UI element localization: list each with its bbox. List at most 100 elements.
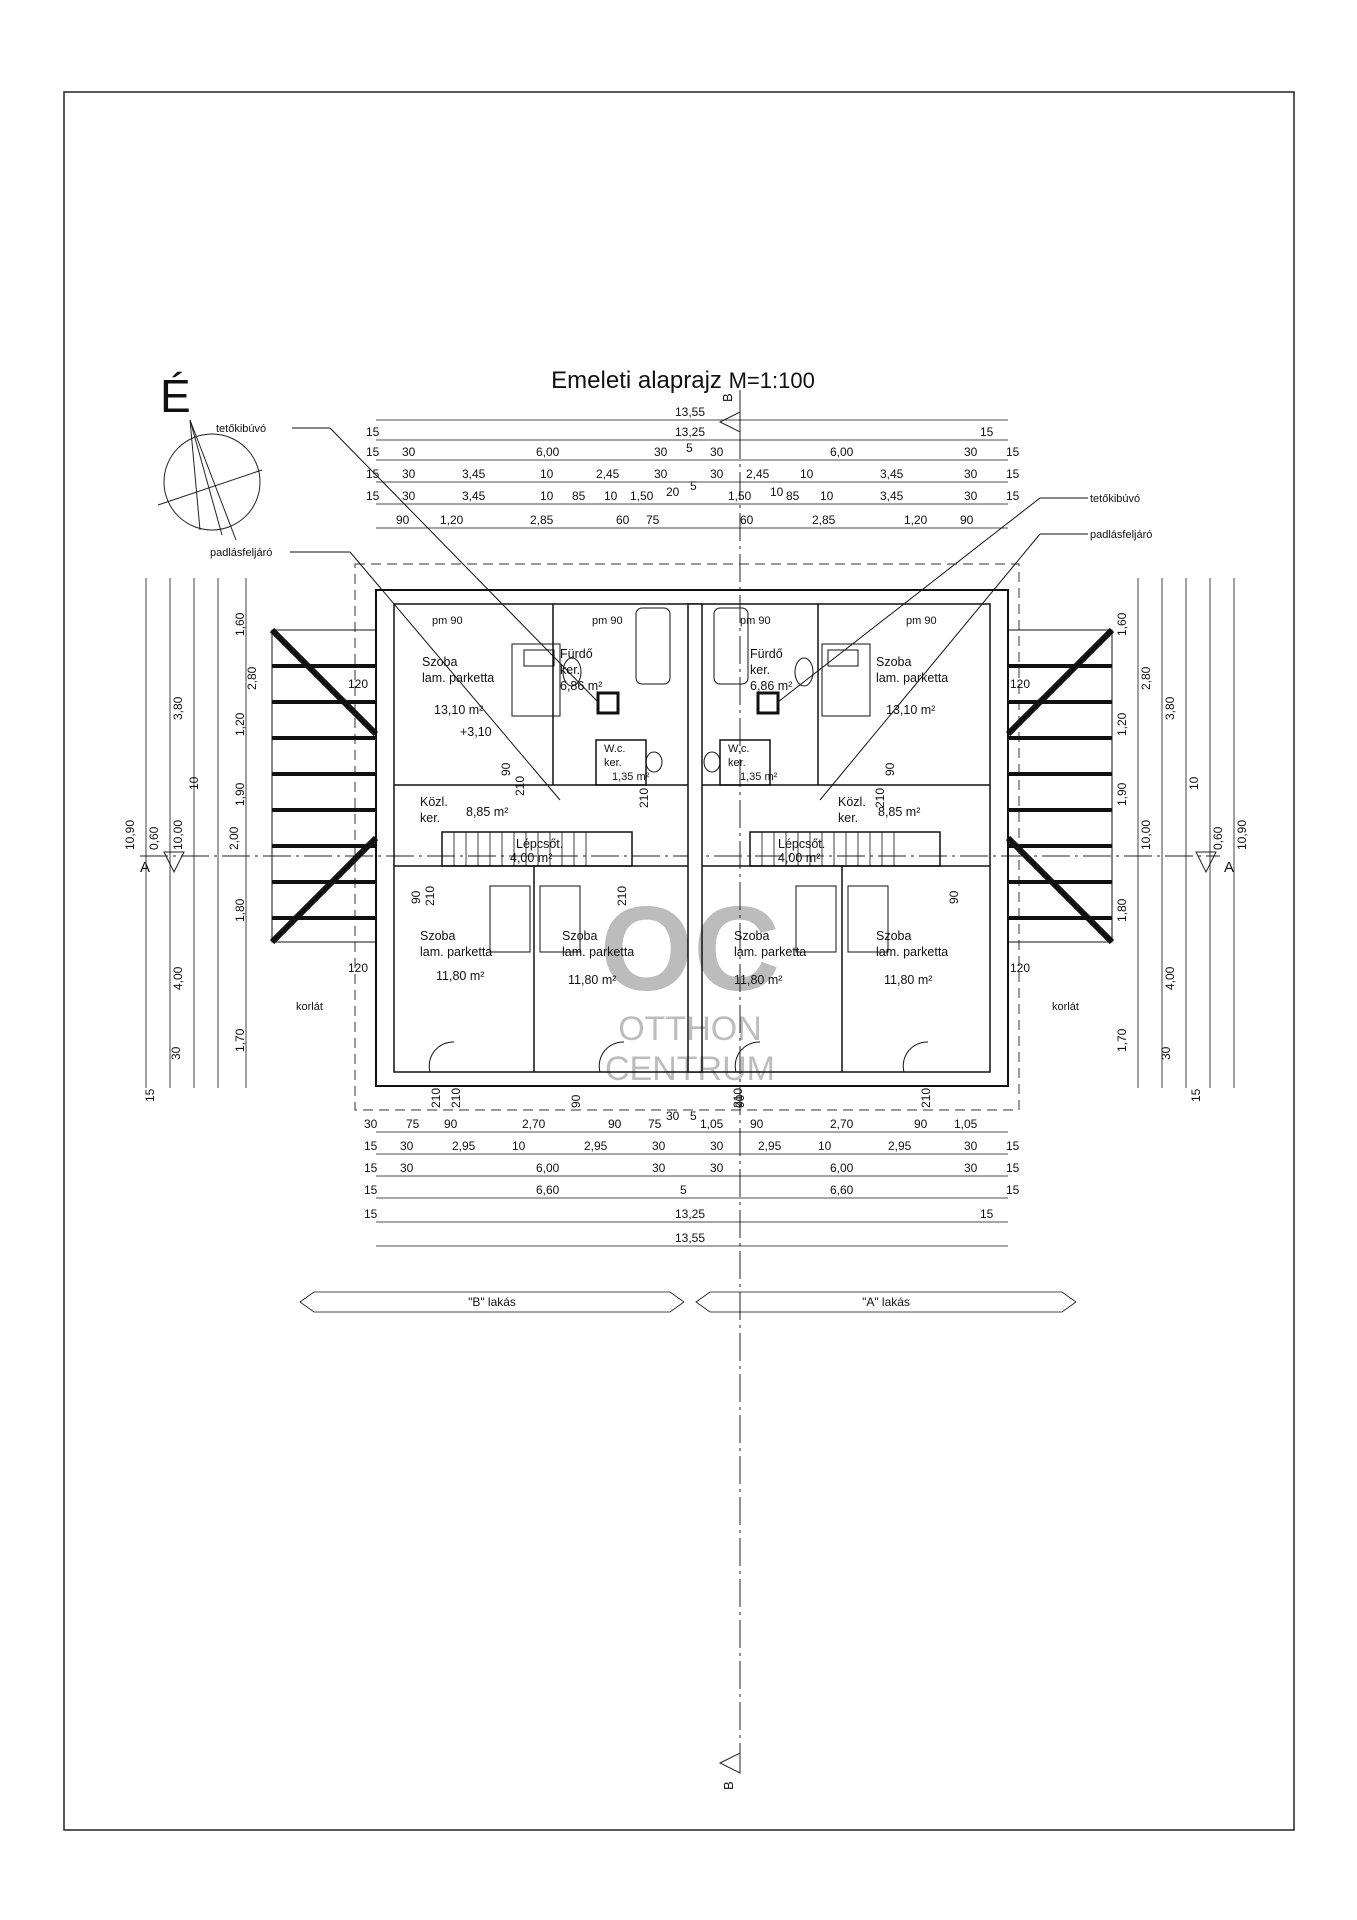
section-mark-b-top: B — [718, 393, 741, 433]
svg-text:15: 15 — [980, 1207, 994, 1221]
svg-text:30: 30 — [402, 489, 416, 503]
svg-text:OTTHON: OTTHON — [618, 1010, 762, 1048]
svg-text:2,80: 2,80 — [245, 666, 259, 690]
svg-text:1,20: 1,20 — [440, 513, 464, 527]
plan-title: Emeleti alaprajz M=1:100 — [551, 367, 815, 394]
roof-hatch-right-icon — [756, 691, 780, 715]
section-mark-a-left: A — [140, 851, 185, 876]
svg-text:1,05: 1,05 — [700, 1117, 724, 1131]
svg-text:30: 30 — [402, 445, 416, 459]
svg-text:Fürdő: Fürdő — [560, 647, 593, 661]
svg-text:ker.: ker. — [838, 811, 858, 825]
svg-text:90: 90 — [947, 890, 961, 904]
svg-text:lam. parketta: lam. parketta — [876, 671, 948, 685]
svg-text:13,55: 13,55 — [675, 1231, 705, 1245]
svg-text:30: 30 — [964, 1161, 978, 1175]
roof-outline — [354, 563, 1020, 1111]
svg-text:pm 90: pm 90 — [592, 615, 623, 627]
svg-text:ker.: ker. — [560, 663, 580, 677]
svg-text:1,20: 1,20 — [904, 513, 928, 527]
svg-text:30: 30 — [654, 467, 668, 481]
svg-text:210: 210 — [513, 776, 527, 796]
svg-text:10: 10 — [1187, 776, 1201, 790]
svg-text:15: 15 — [1006, 489, 1020, 503]
svg-text:padlásfeljáró: padlásfeljáró — [210, 547, 272, 559]
svg-text:90: 90 — [444, 1117, 458, 1131]
svg-text:30: 30 — [964, 467, 978, 481]
svg-text:85: 85 — [786, 489, 800, 503]
svg-text:30: 30 — [400, 1161, 414, 1175]
svg-text:30: 30 — [400, 1139, 414, 1153]
unit-label-b: "B" lakás — [299, 1291, 685, 1313]
svg-text:É: É — [160, 370, 191, 422]
svg-text:Szoba: Szoba — [876, 655, 911, 669]
svg-text:Közl.: Közl. — [420, 795, 448, 809]
svg-text:B: B — [720, 393, 735, 402]
svg-text:6,00: 6,00 — [830, 445, 854, 459]
unit-label-a: "A" lakás — [695, 1291, 1077, 1313]
svg-text:2,95: 2,95 — [584, 1139, 608, 1153]
svg-text:15: 15 — [1006, 467, 1020, 481]
watermark: OC OTTHON CENTRUM — [600, 882, 780, 1088]
svg-text:6,00: 6,00 — [536, 445, 560, 459]
svg-text:15: 15 — [1006, 1139, 1020, 1153]
svg-text:1,90: 1,90 — [233, 782, 247, 806]
sheet-border — [63, 91, 1295, 1831]
svg-text:10: 10 — [770, 485, 784, 499]
svg-text:210: 210 — [423, 886, 437, 906]
svg-text:1,50: 1,50 — [728, 489, 752, 503]
section-mark-b-bottom: B — [718, 1752, 741, 1790]
svg-text:13,10 m²: 13,10 m² — [434, 703, 483, 717]
svg-text:Szoba: Szoba — [420, 929, 455, 943]
svg-text:30: 30 — [402, 467, 416, 481]
svg-text:10,00: 10,00 — [171, 820, 185, 850]
svg-text:60: 60 — [740, 513, 754, 527]
svg-text:2,85: 2,85 — [812, 513, 836, 527]
svg-text:3,80: 3,80 — [171, 696, 185, 720]
svg-text:120: 120 — [348, 677, 368, 691]
svg-text:2,70: 2,70 — [522, 1117, 546, 1131]
svg-text:10: 10 — [818, 1139, 832, 1153]
svg-text:210: 210 — [615, 886, 629, 906]
svg-text:Szoba: Szoba — [876, 929, 911, 943]
svg-text:30: 30 — [964, 445, 978, 459]
svg-text:Közl.: Közl. — [838, 795, 866, 809]
svg-text:120: 120 — [1010, 677, 1030, 691]
svg-text:30: 30 — [710, 467, 724, 481]
svg-text:210: 210 — [637, 788, 651, 808]
svg-text:90: 90 — [750, 1117, 764, 1131]
svg-text:2,95: 2,95 — [452, 1139, 476, 1153]
svg-text:6,00: 6,00 — [536, 1161, 560, 1175]
svg-text:90: 90 — [499, 762, 513, 776]
svg-text:210: 210 — [919, 1088, 933, 1108]
svg-text:5: 5 — [680, 1183, 687, 1197]
svg-text:2,45: 2,45 — [746, 467, 770, 481]
svg-text:30: 30 — [169, 1046, 183, 1060]
svg-text:1,70: 1,70 — [233, 1028, 247, 1052]
roof-structure-right — [1005, 627, 1115, 945]
svg-text:30: 30 — [652, 1161, 666, 1175]
svg-text:1,90: 1,90 — [1115, 782, 1129, 806]
svg-text:ker.: ker. — [420, 811, 440, 825]
svg-text:85: 85 — [572, 489, 586, 503]
svg-text:+3,10: +3,10 — [460, 725, 492, 739]
svg-text:13,25: 13,25 — [675, 425, 705, 439]
roof-hatch-left-icon — [596, 691, 620, 715]
svg-text:10,00: 10,00 — [1139, 820, 1153, 850]
svg-text:15: 15 — [1006, 445, 1020, 459]
svg-text:W.c.: W.c. — [604, 743, 625, 755]
svg-text:2,80: 2,80 — [1139, 666, 1153, 690]
svg-text:210: 210 — [731, 1088, 745, 1108]
interior-walls-left — [394, 604, 688, 1072]
svg-text:"B" lakás: "B" lakás — [468, 1295, 516, 1309]
dimension-text-top: 13,55 15 13,25 15 15 30 6,00 30 5 30 6,0… — [366, 405, 1020, 527]
svg-text:30: 30 — [710, 445, 724, 459]
svg-text:13,55: 13,55 — [675, 405, 705, 419]
svg-text:6,60: 6,60 — [830, 1183, 854, 1197]
svg-text:30: 30 — [710, 1139, 724, 1153]
svg-text:10: 10 — [820, 489, 834, 503]
svg-text:30: 30 — [1159, 1046, 1173, 1060]
svg-text:pm 90: pm 90 — [906, 615, 937, 627]
svg-text:1,50: 1,50 — [630, 489, 654, 503]
svg-text:2,45: 2,45 — [596, 467, 620, 481]
